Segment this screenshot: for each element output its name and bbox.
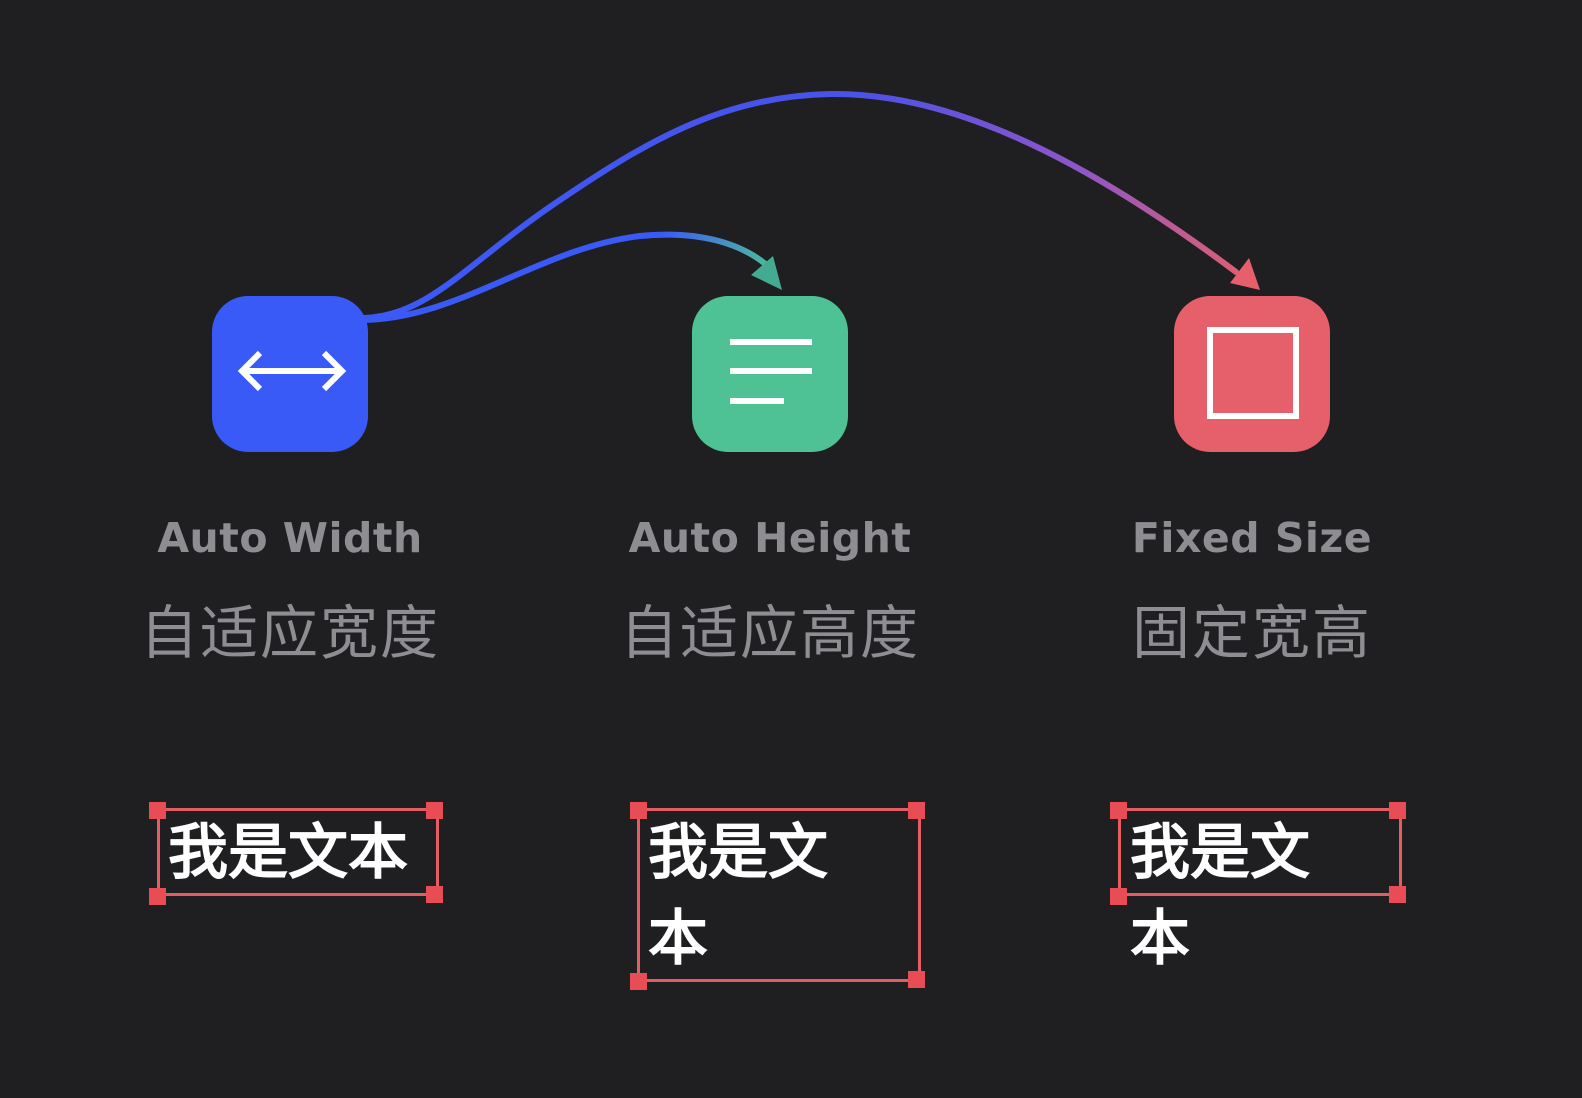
auto-width-label-zh: 自适应宽度 xyxy=(139,599,440,667)
resize-handle-bottom-right[interactable] xyxy=(426,886,443,903)
fixed-size-label-en: Fixed Size xyxy=(1131,514,1373,562)
resize-handle-bottom-right[interactable] xyxy=(908,971,925,988)
square-frame-icon xyxy=(1207,327,1299,419)
auto-width-button[interactable] xyxy=(212,296,368,452)
horizontal-arrows-icon xyxy=(237,350,347,392)
arrow-head-fixed-size xyxy=(1230,258,1260,290)
fixed-size-text-frame[interactable] xyxy=(1118,808,1402,896)
resize-handle-top-right[interactable] xyxy=(908,802,925,819)
resize-handle-bottom-left[interactable] xyxy=(630,973,647,990)
auto-width-sample-text: 我是文本 xyxy=(168,818,408,888)
resize-handle-bottom-left[interactable] xyxy=(149,888,166,905)
auto-height-button[interactable] xyxy=(692,296,848,452)
auto-height-sample-text: 我是文本 xyxy=(648,818,828,974)
resize-handle-bottom-right[interactable] xyxy=(1389,886,1406,903)
resize-handle-bottom-left[interactable] xyxy=(1110,888,1127,905)
text-lines-icon xyxy=(730,339,812,404)
resize-handle-top-right[interactable] xyxy=(426,802,443,819)
resize-handle-top-left[interactable] xyxy=(1110,802,1127,819)
auto-width-label-en: Auto Width xyxy=(157,514,423,562)
fixed-size-button[interactable] xyxy=(1174,296,1330,452)
resize-handle-top-left[interactable] xyxy=(149,802,166,819)
auto-height-text-frame[interactable] xyxy=(637,808,921,982)
auto-height-label-en: Auto Height xyxy=(628,514,912,562)
auto-width-text-frame[interactable] xyxy=(157,808,439,896)
resize-handle-top-right[interactable] xyxy=(1389,802,1406,819)
arrow-head-auto-height xyxy=(751,256,782,290)
resize-handle-top-left[interactable] xyxy=(630,802,647,819)
arrow-to-fixed-size xyxy=(361,90,1239,321)
auto-height-label-zh: 自适应高度 xyxy=(619,599,920,667)
fixed-size-label-zh: 固定宽高 xyxy=(1131,599,1372,667)
fixed-size-sample-text: 我是文本 xyxy=(1130,818,1310,974)
